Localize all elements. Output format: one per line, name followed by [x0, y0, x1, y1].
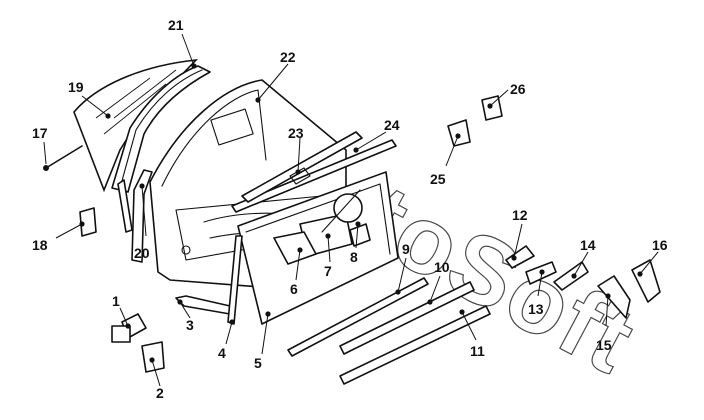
outside-handle [597, 275, 631, 319]
lock-link [631, 259, 661, 303]
callout-22: 22 [280, 49, 296, 65]
glass-run-channel [111, 65, 211, 233]
callout-25: 25 [430, 171, 446, 187]
callout-26: 26 [510, 81, 526, 97]
callout-17: 17 [32, 125, 48, 141]
lower-hinge [141, 341, 165, 373]
door-lock [505, 245, 535, 269]
callout-19: 19 [68, 79, 84, 95]
callouts: 1 2 3 4 5 6 7 8 9 10 11 12 13 14 15 16 1… [32, 17, 668, 401]
callout-5: 5 [254, 355, 262, 371]
callout-21: 21 [168, 17, 184, 33]
callout-18: 18 [32, 237, 48, 253]
callout-1: 1 [112, 293, 120, 309]
sill-strip-11 [339, 305, 491, 385]
callout-20: 20 [134, 245, 150, 261]
sash-channel [131, 169, 153, 263]
upper-hinge [111, 313, 147, 343]
callout-23: 23 [288, 125, 304, 141]
callout-8: 8 [350, 249, 358, 265]
belt-moulding [231, 139, 397, 213]
callout-3: 3 [186, 317, 194, 333]
callout-10: 10 [434, 259, 450, 275]
lower-door-seal [175, 295, 231, 315]
striker-bolt [481, 95, 503, 121]
callout-13: 13 [528, 301, 544, 317]
callout-15: 15 [596, 337, 612, 353]
inside-handle [553, 261, 589, 291]
callout-14: 14 [580, 237, 596, 253]
callout-11: 11 [470, 343, 485, 359]
arm-rest [273, 231, 317, 265]
sill-strip-10 [339, 281, 475, 355]
bracket [79, 207, 97, 237]
callout-4: 4 [218, 345, 226, 361]
callout-12: 12 [512, 207, 528, 223]
callout-6: 6 [290, 281, 298, 297]
striker-plate [447, 119, 471, 147]
leader-lines [43, 33, 659, 387]
window-crank [43, 145, 83, 171]
callout-2: 2 [156, 385, 164, 401]
callout-9: 9 [402, 241, 410, 257]
callout-16: 16 [652, 237, 668, 253]
regulator-handle [349, 223, 371, 247]
sill-strip-9 [287, 277, 429, 357]
callout-24: 24 [384, 117, 400, 133]
callout-7: 7 [324, 263, 332, 279]
